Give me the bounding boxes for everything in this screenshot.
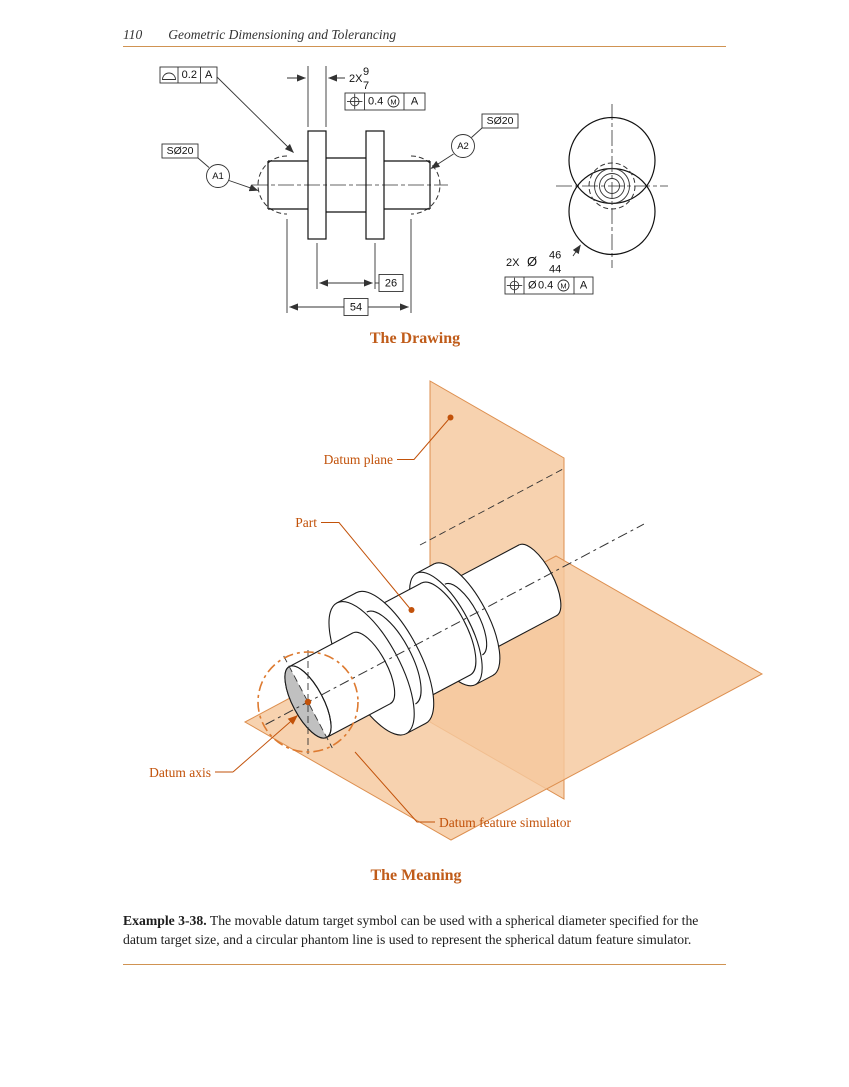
meaning-heading: The Meaning <box>370 867 461 884</box>
dimension-26: 26 <box>316 243 404 292</box>
target-a2-id: A2 <box>457 141 469 152</box>
tab-position-fcf: 0.4 M A <box>344 92 426 111</box>
dim-26-value: 26 <box>385 277 397 289</box>
dim-54-value: 54 <box>350 301 362 313</box>
footer-rule <box>123 964 726 965</box>
left-sphere-phantom-arc <box>257 155 288 215</box>
meaning-illustration: Datum plane Part Datum axis Datum featur… <box>149 380 764 884</box>
tab-fcf-tolerance: 0.4 <box>368 96 383 108</box>
mmc-modifier-icon: M <box>387 95 400 108</box>
flange-dim-upper: 46 <box>549 250 561 262</box>
caption-text: The movable datum target symbol can be u… <box>123 912 699 948</box>
tab-dimension: 2X 9 7 <box>287 66 369 127</box>
profile-datum: A <box>205 69 213 81</box>
mmc-modifier-icon: M <box>557 279 570 292</box>
datum-plane-dot <box>447 414 454 421</box>
datum-axis-line <box>265 523 645 725</box>
flange-fcf-tolerance: 0.4 <box>538 280 553 292</box>
datum-axis-dot <box>304 698 312 706</box>
datum-target-a1: SØ20 A1 <box>161 143 259 192</box>
chapter-title: Geometric Dimensioning and Tolerancing <box>168 27 397 42</box>
part-dot <box>408 607 415 613</box>
right-sphere-phantom-arc <box>410 155 441 215</box>
front-view <box>252 130 448 240</box>
target-a2-size: SØ20 <box>487 115 514 127</box>
flange-fcf-modifier: M <box>560 281 566 290</box>
flange-dimension: 2X Ø 46 44 <box>506 244 581 276</box>
caption-example-label: Example 3-38. <box>123 912 207 928</box>
dimension-54: 54 <box>286 219 412 316</box>
tab-dim-lower: 7 <box>363 80 369 92</box>
tab-1 <box>307 130 327 240</box>
position-symbol-icon <box>506 277 523 294</box>
position-symbol-icon <box>347 93 363 110</box>
target-a2-balloon <box>451 134 475 158</box>
page-number: 110 <box>123 27 143 42</box>
part-label: Part <box>295 515 317 530</box>
profile-fcf: 0.2 A <box>159 66 294 153</box>
datum-plane-label: Datum plane <box>324 452 393 467</box>
tab-fcf-datum: A <box>411 96 419 108</box>
flange-fcf-datum: A <box>580 280 588 292</box>
datum-target-a2: SØ20 A2 <box>430 113 519 169</box>
flange-dim-count: 2X <box>506 257 520 269</box>
tab-dim-upper: 9 <box>363 66 369 78</box>
target-a1-balloon <box>206 164 230 188</box>
figure-caption: Example 3-38. The movable datum target s… <box>123 911 724 950</box>
flange-dim-lower: 44 <box>549 264 561 276</box>
orthographic-drawing: 0.2 A 2X 9 7 <box>159 66 668 347</box>
flange-fcf-dia: Ø <box>528 280 537 292</box>
target-a1-id: A1 <box>212 171 224 182</box>
tab-dim-count: 2X <box>349 73 363 85</box>
profile-symbol-icon <box>162 72 176 80</box>
flange-dim-dia: Ø <box>527 254 537 269</box>
figure-canvas: 0.2 A 2X 9 7 <box>149 66 764 884</box>
profile-tolerance: 0.2 <box>182 69 197 81</box>
tab-fcf-modifier: M <box>390 97 396 106</box>
datum-feature-simulator-label: Datum feature simulator <box>439 815 571 830</box>
running-head: 110 Geometric Dimensioning and Tolerancin… <box>123 27 726 43</box>
datum-axis-label: Datum axis <box>149 765 211 780</box>
datum-feature-simulator-circle <box>257 651 359 753</box>
tab-2 <box>365 130 385 240</box>
end-view <box>556 104 668 268</box>
target-a1-size: SØ20 <box>167 145 194 157</box>
header-rule <box>123 46 726 47</box>
meaning-labels: Datum plane Part Datum axis Datum featur… <box>149 414 571 830</box>
flange-position-fcf: Ø 0.4 M A <box>504 276 594 295</box>
drawing-heading: The Drawing <box>370 330 460 347</box>
